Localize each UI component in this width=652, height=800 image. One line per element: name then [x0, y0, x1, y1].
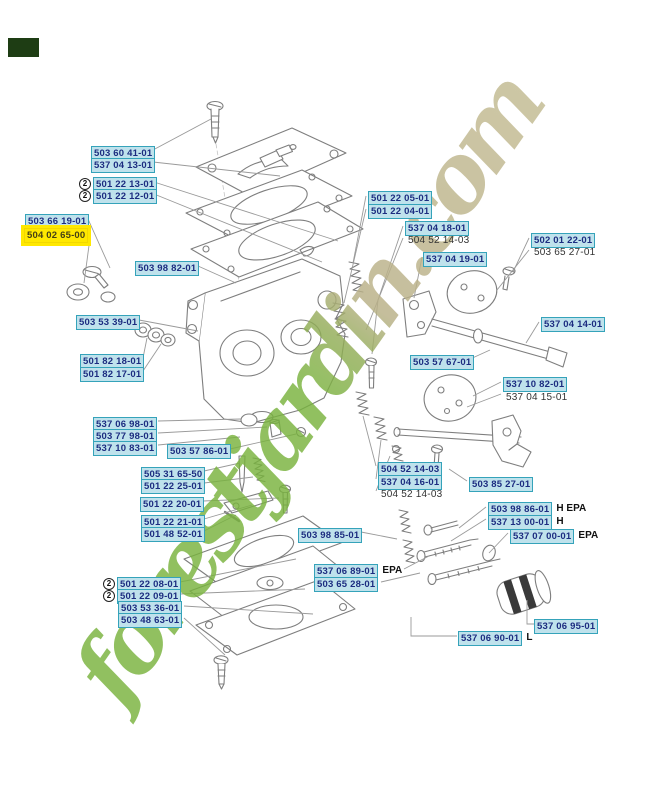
springs	[332, 261, 404, 462]
part-label[interactable]: 503 57 86-01	[167, 444, 232, 459]
part-label-selected[interactable]: 504 02 65-00	[24, 228, 89, 243]
part-label[interactable]: 502 01 22-01	[531, 233, 596, 248]
position-code: EPA	[382, 565, 403, 577]
part-label[interactable]: 505 31 65-50	[141, 467, 206, 482]
quantity-badge: 2	[103, 578, 115, 591]
part-label: 503 65 27-01	[534, 246, 596, 258]
part-label[interactable]: 537 04 14-01	[541, 317, 606, 332]
top-left-block	[8, 38, 39, 57]
part-label[interactable]: 537 04 18-01	[405, 221, 470, 236]
part-label[interactable]: 503 85 27-01	[469, 477, 534, 492]
adjust-screws	[398, 509, 501, 586]
position-code: H	[556, 516, 564, 528]
part-label[interactable]: 503 66 19-01	[25, 214, 90, 229]
position-code: H EPA	[556, 503, 587, 515]
part-label[interactable]: 503 48 63-01	[118, 613, 183, 628]
pump-gasket	[185, 169, 353, 241]
part-label[interactable]: 503 53 39-01	[76, 315, 141, 330]
throttle-shaft-assembly	[402, 266, 568, 368]
part-label[interactable]: 503 98 85-01	[298, 528, 363, 543]
inlet-needle-cluster	[223, 455, 292, 523]
part-label: 504 52 14-03	[381, 488, 443, 500]
part-label[interactable]: 501 22 04-01	[368, 204, 433, 219]
position-code: L	[526, 632, 533, 644]
part-label[interactable]: 503 98 82-01	[135, 261, 200, 276]
grommet	[496, 570, 552, 615]
part-label[interactable]: 537 10 82-01	[503, 377, 568, 392]
carburetor-body	[185, 258, 346, 424]
part-label[interactable]: 503 65 28-01	[314, 577, 379, 592]
part-label: 504 52 14-03	[408, 234, 470, 246]
part-label[interactable]: 501 48 52-01	[141, 527, 206, 542]
part-label[interactable]: 503 57 67-01	[410, 355, 475, 370]
pump-cover	[195, 127, 347, 197]
part-label[interactable]: 501 22 20-01	[140, 497, 205, 512]
leader-lines	[83, 118, 540, 656]
choke-shaft-assembly	[393, 374, 532, 469]
quantity-badge: 2	[103, 590, 115, 603]
pump-cover-screw	[206, 100, 224, 144]
part-label[interactable]: 537 04 13-01	[91, 158, 156, 173]
retainer-screw	[364, 357, 378, 389]
part-label[interactable]: 501 22 25-01	[141, 479, 206, 494]
plugs-and-jet	[240, 413, 307, 438]
mount-screw-and-washers	[66, 265, 176, 347]
part-label: 537 04 15-01	[506, 391, 568, 403]
position-code: EPA	[578, 530, 599, 542]
quantity-badge: 2	[79, 190, 91, 203]
part-label[interactable]: 537 04 19-01	[423, 252, 488, 267]
part-label[interactable]: 537 06 95-01	[534, 619, 599, 634]
quantity-badge: 2	[79, 178, 91, 191]
part-label[interactable]: 537 10 83-01	[93, 441, 158, 456]
part-label[interactable]: 537 04 16-01	[378, 475, 443, 490]
part-label[interactable]: 501 82 17-01	[80, 367, 145, 382]
